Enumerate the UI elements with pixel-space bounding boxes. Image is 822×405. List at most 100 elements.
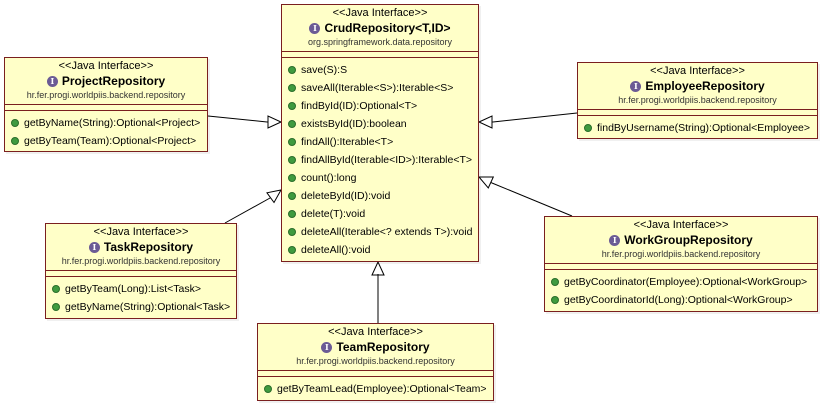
package-label: hr.fer.progi.worldpiis.backend.repositor… <box>618 95 777 105</box>
interface-icon: I <box>609 234 621 246</box>
generalization-arrowhead-team <box>371 260 385 276</box>
methods-divider <box>578 115 817 116</box>
public-method-icon <box>288 174 296 182</box>
method-signature: deleteById(ID):void <box>301 190 391 202</box>
methods-compartment: save(S):S saveAll(Iterable<S>):Iterable<… <box>282 58 478 261</box>
method-signature: getByTeam(Long):List<Task> <box>65 283 201 295</box>
interface-name-text: TaskRepository <box>103 240 194 254</box>
method-signature: getByName(String):Optional<Project> <box>24 117 201 129</box>
public-method-icon <box>551 278 559 286</box>
interface-name-text: TeamRepository <box>336 340 430 354</box>
method-row: getByCoordinator(Employee):Optional<Work… <box>551 273 817 291</box>
method-signature: getByName(String):Optional<Task> <box>65 301 231 313</box>
interface-name: I EmployeeRepository <box>578 78 817 94</box>
method-signature: getByTeam(Team):Optional<Project> <box>24 135 197 147</box>
package-label: org.springframework.data.repository <box>307 37 453 47</box>
inheritance-line-project <box>207 115 268 123</box>
attributes-compartment <box>282 51 478 57</box>
method-row: findById(ID):Optional<T> <box>288 97 478 115</box>
generalization-arrowhead-employee <box>477 115 493 129</box>
method-signature: findByUsername(String):Optional<Employee… <box>597 122 811 134</box>
method-row: deleteAll():void <box>288 241 478 259</box>
method-row: findAllById(Iterable<ID>):Iterable<T> <box>288 151 478 169</box>
method-row: findByUsername(String):Optional<Employee… <box>584 119 817 137</box>
methods-compartment: findByUsername(String):Optional<Employee… <box>578 116 817 139</box>
method-signature: save(S):S <box>301 64 348 76</box>
public-method-icon <box>288 192 296 200</box>
team-repository-box[interactable]: <<Java Interface>> I TeamRepository hr.f… <box>257 323 494 401</box>
project-repository-box[interactable]: <<Java Interface>> I ProjectRepository h… <box>4 57 208 152</box>
method-signature: getByCoordinatorId(Long):Optional<WorkGr… <box>564 294 793 306</box>
method-row: count():long <box>288 169 478 187</box>
public-method-icon <box>11 137 19 145</box>
method-row: getByName(String):Optional<Project> <box>11 114 207 132</box>
public-method-icon <box>11 119 19 127</box>
inheritance-connector-workgroup <box>490 181 493 184</box>
method-row: getByName(String):Optional<Task> <box>52 298 236 316</box>
method-signature: findById(ID):Optional<T> <box>301 100 418 112</box>
interface-name-text: WorkGroupRepository <box>624 233 753 247</box>
method-row: getByTeam(Long):List<Task> <box>52 280 236 298</box>
method-signature: getByTeamLead(Employee):Optional<Team> <box>277 383 487 395</box>
method-signature: saveAll(Iterable<S>):Iterable<S> <box>301 82 454 94</box>
stereotype-label: <<Java Interface>> <box>633 219 729 231</box>
interface-name-text: ProjectRepository <box>61 74 166 88</box>
public-method-icon <box>288 210 296 218</box>
inheritance-line-task <box>224 197 271 224</box>
generalization-arrowhead-project <box>267 115 283 129</box>
employee-repository-box[interactable]: <<Java Interface>> I EmployeeRepository … <box>577 62 818 139</box>
public-method-icon <box>52 285 60 293</box>
crud-repository-box[interactable]: <<Java Interface>> I CrudRepository<T,ID… <box>281 4 479 262</box>
method-row: getByCoordinatorId(Long):Optional<WorkGr… <box>551 291 817 309</box>
methods-compartment: getByName(String):Optional<Project> getB… <box>5 111 207 152</box>
attributes-compartment <box>545 263 817 269</box>
interface-icon: I <box>46 75 58 87</box>
stereotype-label: <<Java Interface>> <box>650 65 745 77</box>
interface-name: I TeamRepository <box>258 339 493 355</box>
workgroup-repository-box[interactable]: <<Java Interface>> I WorkGroupRepository… <box>544 216 818 312</box>
interface-icon: I <box>309 22 321 34</box>
public-method-icon <box>288 102 296 110</box>
methods-compartment: getByTeamLead(Employee):Optional<Team> <box>258 377 493 400</box>
attributes-compartment <box>258 370 493 376</box>
package-label: hr.fer.progi.worldpiis.backend.repositor… <box>601 249 761 259</box>
interface-name-text: EmployeeRepository <box>645 79 765 93</box>
public-method-icon <box>288 246 296 254</box>
method-row: deleteById(ID):void <box>288 187 478 205</box>
generalization-arrowhead-task <box>266 189 282 204</box>
package-label: hr.fer.progi.worldpiis.backend.repositor… <box>26 90 186 100</box>
interface-name: I CrudRepository<T,ID> <box>282 20 478 36</box>
package-label: hr.fer.progi.worldpiis.backend.repositor… <box>61 256 221 266</box>
inheritance-line-workgroup <box>491 182 573 217</box>
attributes-compartment <box>46 270 236 276</box>
inheritance-line-employee <box>492 112 578 123</box>
interface-name: I ProjectRepository <box>5 73 207 89</box>
task-repository-box[interactable]: <<Java Interface>> I TaskRepository hr.f… <box>45 223 237 319</box>
method-row: existsById(ID):boolean <box>288 115 478 133</box>
method-signature: findAllById(Iterable<ID>):Iterable<T> <box>301 154 473 166</box>
public-method-icon <box>288 156 296 164</box>
method-signature: deleteAll():void <box>301 244 371 256</box>
method-signature: existsById(ID):boolean <box>301 118 407 130</box>
method-signature: findAll():Iterable<T> <box>301 136 394 148</box>
attributes-compartment <box>578 109 817 115</box>
method-row: getByTeamLead(Employee):Optional<Team> <box>264 380 493 398</box>
method-signature: deleteAll(Iterable<? extends T>):void <box>301 226 473 238</box>
interface-name: I WorkGroupRepository <box>545 232 817 248</box>
interface-icon: I <box>630 80 642 92</box>
interface-icon: I <box>88 241 100 253</box>
interface-name: I TaskRepository <box>46 239 236 255</box>
method-signature: count():long <box>301 172 357 184</box>
method-row: getByTeam(Team):Optional<Project> <box>11 132 207 150</box>
method-row: deleteAll(Iterable<? extends T>):void <box>288 223 478 241</box>
method-row: save(S):S <box>288 61 478 79</box>
stereotype-label: <<Java Interface>> <box>332 7 428 19</box>
public-method-icon <box>288 84 296 92</box>
public-method-icon <box>584 124 592 132</box>
interface-name-text: CrudRepository<T,ID> <box>324 21 451 35</box>
methods-divider <box>282 57 478 58</box>
methods-divider <box>5 110 207 111</box>
methods-compartment: getByCoordinator(Employee):Optional<Work… <box>545 270 817 311</box>
methods-compartment: getByTeam(Long):List<Task> getByName(Str… <box>46 277 236 318</box>
